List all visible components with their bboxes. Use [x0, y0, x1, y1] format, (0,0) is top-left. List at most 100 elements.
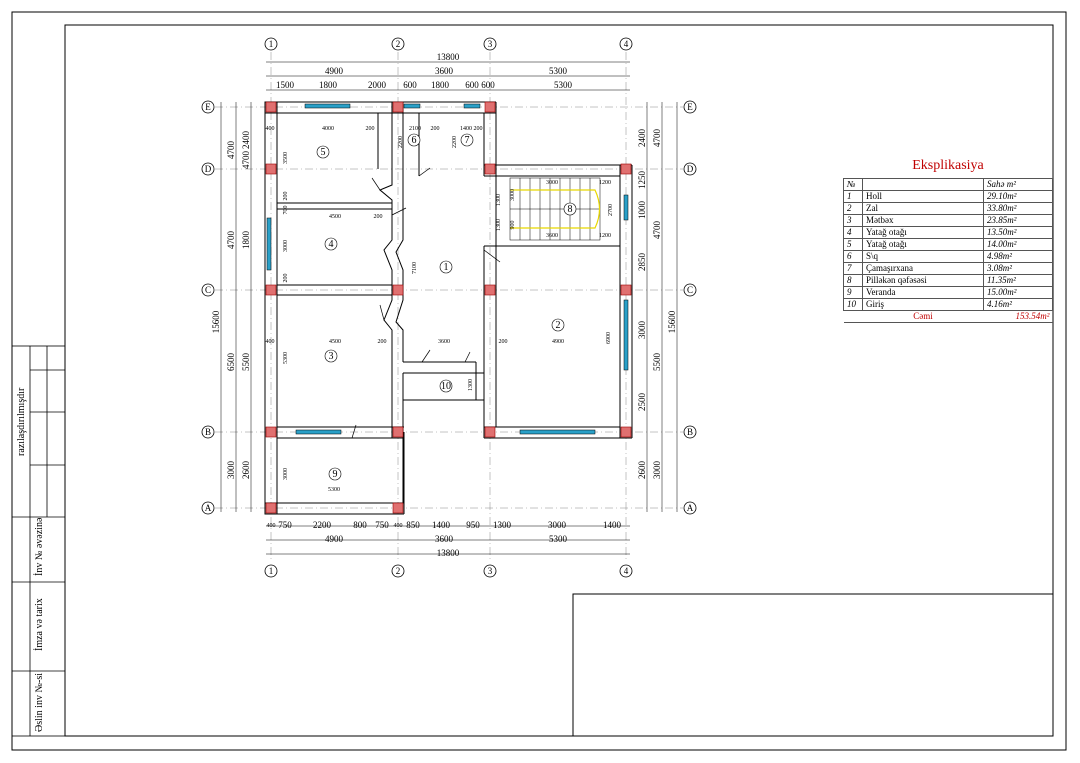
dim-bottom-span-2: 3600 — [435, 534, 454, 544]
svg-text:3: 3 — [488, 39, 493, 49]
svg-text:400: 400 — [266, 339, 275, 345]
svg-text:C: C — [205, 285, 211, 295]
dim-right-span: 4700 — [652, 129, 662, 148]
explication-row-name: S\q — [862, 250, 984, 263]
axis-1-top: 1 — [264, 37, 278, 51]
total-label: Cəmi — [862, 310, 984, 323]
explication-row-name: Mətbəx — [862, 214, 984, 227]
svg-text:1300: 1300 — [468, 379, 474, 391]
svg-text:3000: 3000 — [283, 240, 289, 252]
dim-bottom-span-1: 4900 — [325, 534, 344, 544]
axis-A-left: A — [201, 501, 215, 515]
doors — [351, 167, 501, 439]
svg-text:3: 3 — [488, 566, 493, 576]
svg-text:5: 5 — [321, 147, 326, 158]
svg-text:6900: 6900 — [606, 332, 612, 344]
explication-title: Eksplikasiya — [912, 158, 984, 173]
explication-header: № Sahə m² — [843, 178, 1053, 191]
room-label-1: 1 — [439, 260, 453, 274]
svg-text:D: D — [687, 164, 694, 174]
room-label-4: 4 — [324, 237, 338, 251]
explication-row-no: 7 — [843, 262, 863, 275]
svg-text:2200: 2200 — [452, 136, 458, 148]
dim-left-span: 6500 — [226, 353, 236, 372]
explication-row-no: 6 — [843, 250, 863, 263]
dim-bottom-detail: 1400 — [432, 520, 451, 530]
svg-text:B: B — [205, 427, 211, 437]
svg-text:4900: 4900 — [552, 339, 564, 345]
axis-A-right: A — [683, 501, 697, 515]
dim-bottom-detail: 3000 — [548, 520, 567, 530]
dim-top-detail: 5300 — [554, 80, 573, 90]
axis-2-top: 2 — [391, 37, 405, 51]
svg-text:2100: 2100 — [409, 126, 421, 132]
svg-text:9: 9 — [333, 469, 338, 480]
axis-E-right: E — [683, 100, 697, 114]
svg-text:200: 200 — [283, 274, 289, 283]
dim-bottom-detail: 400 — [394, 523, 403, 529]
svg-text:1200: 1200 — [599, 233, 611, 239]
explication-row-name: Holl — [862, 190, 984, 203]
explication-row-name: Çamaşırxana — [862, 262, 984, 275]
total-spacer — [843, 310, 863, 323]
dim-bottom-detail: 950 — [466, 520, 480, 530]
svg-text:8: 8 — [568, 204, 573, 215]
svg-text:1200: 1200 — [599, 180, 611, 186]
svg-text:400: 400 — [266, 126, 275, 132]
side-stamp — [11, 345, 66, 737]
explication-row-name: Yatağ otağı — [862, 238, 984, 251]
svg-text:3000: 3000 — [546, 180, 558, 186]
axis-3-top: 3 — [483, 37, 497, 51]
dim-right-detail: 3000 — [637, 321, 647, 340]
dim-top-detail: 2000 — [368, 80, 387, 90]
explication-row-area: 13.50m² — [983, 226, 1053, 239]
explication-row-area: 4.98m² — [983, 250, 1053, 263]
svg-text:7100: 7100 — [412, 262, 418, 274]
svg-text:3600: 3600 — [546, 233, 558, 239]
dim-top-total: 13800 — [437, 52, 460, 62]
header-name — [862, 178, 984, 191]
inner-frame — [64, 24, 1054, 737]
windows — [266, 103, 629, 435]
svg-text:1300: 1300 — [496, 194, 502, 206]
dim-bottom-detail: 800 — [353, 520, 367, 530]
room-label-8: 8 — [563, 202, 577, 216]
dim-left-span: 4700 — [226, 231, 236, 250]
title-block — [572, 593, 1054, 737]
svg-text:B: B — [687, 427, 693, 437]
svg-text:1300: 1300 — [496, 219, 502, 231]
header-no: № — [843, 178, 863, 191]
svg-text:4: 4 — [329, 239, 334, 250]
svg-text:A: A — [687, 503, 694, 513]
axis-1-bottom: 1 — [264, 564, 278, 578]
axis-C-left: C — [201, 283, 215, 297]
svg-text:A: A — [205, 503, 212, 513]
svg-text:200: 200 — [366, 126, 375, 132]
dim-bottom-detail: 850 — [406, 520, 420, 530]
dim-left-detail: 2400 — [241, 131, 251, 150]
axis-C-right: C — [683, 283, 697, 297]
explication-row-no: 8 — [843, 274, 863, 287]
outer-border — [11, 11, 1067, 751]
svg-text:700: 700 — [283, 206, 289, 215]
axis-4-bottom: 4 — [619, 564, 633, 578]
explication-row-area: 3.08m² — [983, 262, 1053, 275]
axis-grid — [215, 52, 683, 562]
axis-D-left: D — [201, 162, 215, 176]
dim-bottom-detail: 2200 — [313, 520, 332, 530]
dim-top-detail: 600 — [403, 80, 417, 90]
explication-row-area: 11.35m² — [983, 274, 1053, 287]
dim-left-detail: 2600 — [241, 461, 251, 480]
room-label-6: 6 — [407, 133, 421, 147]
explication-row-no: 5 — [843, 238, 863, 251]
dim-right-span: 4700 — [652, 221, 662, 240]
room-label-10: 10 — [439, 379, 453, 393]
dim-top-detail: 600 — [465, 80, 479, 90]
dim-left-detail: 4700 — [241, 151, 251, 170]
